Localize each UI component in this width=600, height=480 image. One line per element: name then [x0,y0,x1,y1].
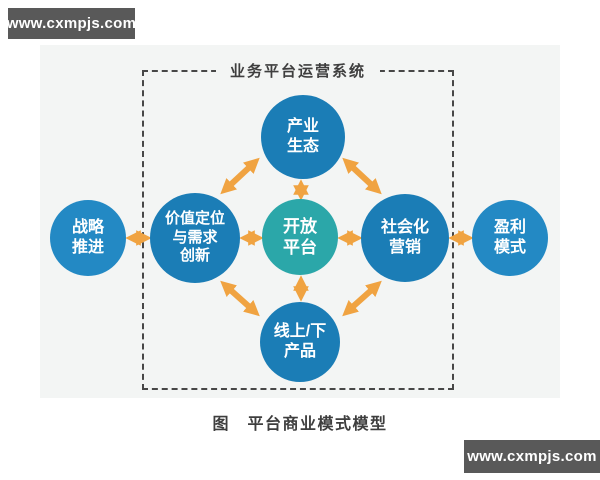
watermark-top-left: www.cxmpjs.com [7,8,136,39]
figure-caption: 图 平台商业模式模型 [212,416,388,433]
node-strategy-line2: 推进 [71,239,104,256]
node-strategy: 战略 推进 [50,200,126,276]
node-platform-line2: 平台 [283,238,317,257]
node-ecosystem-line2: 生态 [286,138,319,155]
node-open-platform: 开放 平台 [262,199,338,275]
node-strategy-line1: 战略 [71,219,104,236]
system-boundary-label: 业务平台运营系统 [215,60,381,81]
node-value-line2: 与需求 [172,228,218,246]
node-industry-ecosystem: 产业 生态 [261,95,345,179]
node-profit-line2: 模式 [493,239,526,256]
node-products-line1: 线上/下 [273,323,327,340]
node-profit-line1: 盈利 [493,219,526,236]
node-platform-line1: 开放 [283,216,317,236]
node-products-line2: 产品 [283,343,316,360]
node-marketing-line2: 营销 [388,239,421,256]
system-boundary-box: 业务平台运营系统 [142,60,454,390]
node-profit-model: 盈利 模式 [472,200,548,276]
node-value-positioning: 价值定位 与需求 创新 [150,193,240,283]
node-ecosystem-line1: 产业 [286,118,319,135]
watermark-bottom-right: www.cxmpjs.com [464,440,600,473]
node-value-line1: 价值定位 [164,209,225,227]
node-marketing-line1: 社会化 [380,219,429,236]
node-social-marketing: 社会化 营销 [361,194,449,282]
node-value-line3: 创新 [179,247,210,265]
node-online-offline-products: 线上/下 产品 [260,302,340,382]
